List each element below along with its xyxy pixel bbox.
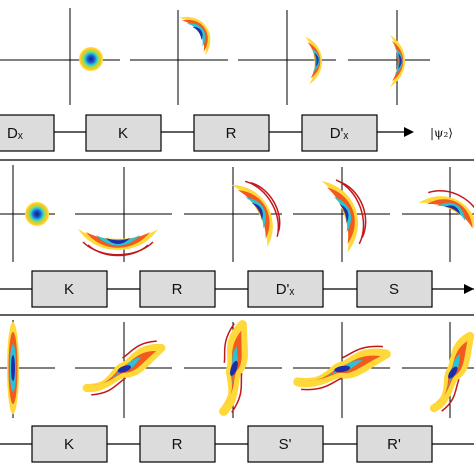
wavepacket-sshape: [293, 345, 391, 391]
frame-3-1: [0, 320, 55, 418]
frame-2-5: [402, 167, 474, 262]
operator-label: D'ₓ: [276, 281, 295, 298]
frame-1-3: [238, 10, 336, 105]
operator-box-s-prime[interactable]: S': [247, 425, 324, 463]
operator-box-k[interactable]: K: [31, 270, 108, 308]
operator-box-r[interactable]: R: [139, 425, 216, 463]
arrow-head-icon: [404, 127, 414, 137]
wavepacket-sshape: [219, 320, 248, 416]
operator-box-k[interactable]: K: [85, 114, 162, 152]
row-1: Dₓ K R D'ₓ |ψ₂⟩: [0, 8, 453, 152]
frame-2-2: [75, 167, 172, 262]
frame-3-5: [402, 322, 474, 418]
operator-label: K: [64, 436, 74, 453]
wavepacket-round: [25, 202, 49, 226]
arrow-head-icon: [464, 284, 474, 294]
frame-2-3: [184, 167, 282, 262]
operator-box-r-prime[interactable]: R': [356, 425, 433, 463]
frame-1-1: [0, 8, 120, 105]
operator-label: D'ₓ: [330, 125, 349, 142]
operator-box-s[interactable]: S: [356, 270, 433, 308]
wavepacket-crescent: [321, 179, 367, 253]
wavepacket-crescent: [304, 36, 323, 85]
operator-label: R': [387, 436, 401, 453]
frame-3-2: [75, 322, 172, 418]
wavepacket-sshape: [429, 331, 474, 413]
frame-2-4: [293, 167, 390, 262]
operator-box-k[interactable]: K: [31, 425, 108, 463]
wavepacket-crescent: [78, 229, 158, 257]
frame-3-4: [293, 322, 391, 418]
operator-label: R: [172, 436, 183, 453]
operator-box-dx[interactable]: Dₓ: [0, 114, 55, 152]
operator-label: Dₓ: [7, 125, 23, 142]
operator-label: R: [226, 125, 237, 142]
wavepacket-crescent: [418, 190, 474, 236]
wavepacket-sshape: [82, 340, 166, 396]
wavepacket-crescent: [231, 180, 281, 248]
frame-2-1: [0, 165, 55, 262]
operator-label: K: [118, 125, 128, 142]
wavepacket-ellipse: [7, 322, 19, 414]
operator-box-r[interactable]: R: [139, 270, 216, 308]
operator-label: S': [279, 436, 292, 453]
row-2: K R D'ₓ S: [0, 165, 474, 308]
operator-box-r[interactable]: R: [193, 114, 270, 152]
wavepacket-round: [79, 47, 103, 71]
output-state-label: |ψ₂⟩: [430, 126, 453, 140]
wavepacket-crescent: [179, 16, 211, 56]
operator-box-dx-prime[interactable]: D'ₓ: [301, 114, 378, 152]
operator-label: K: [64, 281, 74, 298]
operator-box-dx-prime[interactable]: D'ₓ: [247, 270, 324, 308]
wavepacket-crescent: [390, 35, 405, 87]
frame-1-2: [130, 10, 228, 105]
operator-label: R: [172, 281, 183, 298]
row-3: K R S' R': [0, 320, 474, 463]
operator-label: S: [389, 281, 399, 298]
frame-1-4: [348, 10, 430, 105]
frame-3-3: [184, 320, 282, 418]
